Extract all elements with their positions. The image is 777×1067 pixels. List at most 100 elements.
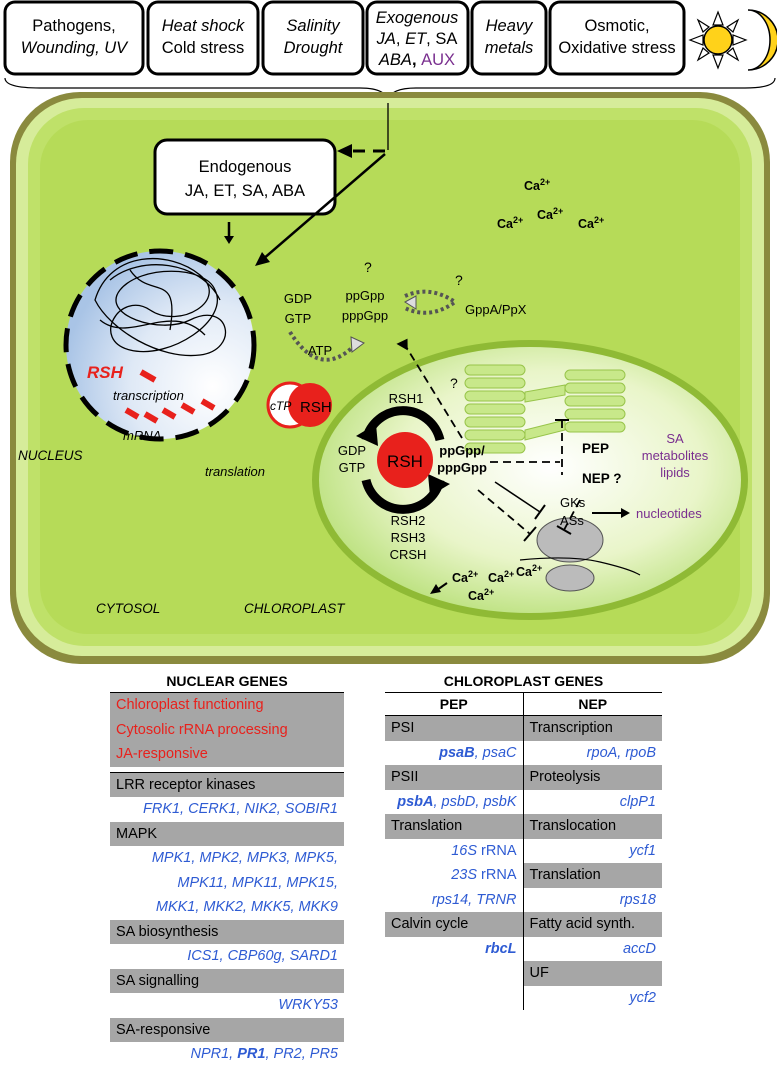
stimulus-text: Pathogens, [32,17,115,35]
cytosol-label: CYTOSOL [96,601,160,616]
cyt-gtp: GTP [285,311,312,326]
stimulus-box [470,0,548,76]
endogenous-box [153,138,337,216]
arrowhead-icon [404,295,417,310]
question-mark: ? [364,259,372,275]
mrna-label: mRNA [123,428,161,443]
stimulus-box [548,0,686,76]
arrow-to-nucleus [261,153,386,261]
gene-list: clpP1 [523,789,662,814]
rsh1-label: RSH1 [389,391,424,406]
nucleus-label: NUCLEUS [18,448,83,463]
nuclear-genes-title: NUCLEAR GENES [110,670,344,693]
arrowhead-icon [255,252,270,266]
nep-column: NEP Transcription rpoA, rpoB Proteolysis… [523,693,662,1010]
endogenous-line1: Endogenous [199,158,292,176]
gene-list: rps14, TRNR [385,887,523,912]
chl-gtp: GTP [339,460,366,475]
chl-gdp: GDP [338,443,366,458]
gene-list: 16S rRNA [385,838,523,863]
gene-list: ycf2 [523,985,662,1010]
gene-category: SA-responsive [110,1017,344,1042]
stimulus-text: ABA, AUX [378,51,455,69]
arrowhead-icon [224,236,234,244]
sun-icon [688,10,748,70]
question-mark: ? [455,272,463,288]
mrna-marks [124,398,216,424]
calcium-cluster: Ca2+ Ca2+ Ca2+ Ca2+ [497,177,604,231]
crsh-label: CRSH [390,547,427,562]
gene-category: Calvin cycle [385,912,523,937]
transcription-label: transcription [113,388,184,403]
chloroplast-genes-table: CHLOROPLAST GENES PEP PSI psaB, psaC PSI… [385,670,662,1010]
stimulus-text: Drought [284,39,344,57]
cytosol-rsh-label: RSH [300,399,332,416]
chl-pppgpp: pppGpp [437,460,487,475]
cyt-gdp: GDP [284,291,312,306]
calcium-label: Ca2+ [524,177,550,193]
nucleus-rsh-label: RSH [87,363,124,382]
gene-list: MPK11, MPK11, MPK15, [110,870,344,895]
gene-category: Translation [523,863,662,888]
arrowhead-icon [356,424,378,446]
gene-category: Fatty acid synth. [523,912,662,937]
chromatin [94,258,227,357]
dashed-to-cytosol [404,344,463,439]
stimulus-text: JA, ET, SA [376,30,458,48]
gene-category: PSI [385,716,523,741]
inhibit-bar [523,526,537,542]
stimulus-box [261,0,365,76]
chloroplast-rsh-label: RSH [387,452,423,471]
gene-category: LRR receptor kinases [110,772,344,797]
gene-category: PSII [385,765,523,790]
chloroplast-label: CHLOROPLAST [244,601,346,616]
stimuli-row: Pathogens, Wounding, UV Heat shock Cold … [3,0,777,76]
gene-list: ycf1 [523,838,662,863]
gene-category: Proteolysis [523,765,662,790]
table-divider [110,766,344,773]
gene-list: MPK1, MPK2, MPK3, MPK5, [110,846,344,871]
gene-list: rpoA, rpoB [523,740,662,765]
sa-metabolites-line: metabolites [642,448,709,463]
gene-list: WRKY53 [110,993,344,1018]
nep-column-title: NEP [523,693,662,716]
gene-list: ICS1, CBP60g, SARD1 [110,944,344,969]
ribosome-small [545,564,595,592]
cyt-ppgpp: ppGpp [345,288,384,303]
gene-category: SA signalling [110,968,344,993]
translation-label: translation [205,464,265,479]
calcium-label: Ca2+ [537,206,563,222]
diagram-canvas: Pathogens, Wounding, UV Heat shock Cold … [3,0,777,664]
calcium-label: Ca2+ [497,215,523,231]
sa-metabolites-line: lipids [660,465,690,480]
calcium-label: Ca2+ [452,569,478,585]
stimulus-text: Wounding, UV [21,39,129,57]
pep-column-title: PEP [385,693,523,716]
gppa-arrow [404,289,459,315]
calcium-label: Ca2+ [516,563,542,579]
inhibit-bar [556,525,572,535]
stimulus-text: Cold stress [162,39,245,57]
calcium-label: Ca2+ [488,569,514,585]
gene-list: accD [523,936,662,961]
gene-list: FRK1, CERK1, NIK2, SOBIR1 [110,797,344,822]
gene-category: Transcription [523,716,662,741]
gene-list: 23S rRNA [385,863,523,888]
mrna-strand [519,557,641,576]
gene-list: MKK1, MKK2, MKK5, MKK9 [110,895,344,920]
gks-label: GKs [560,495,586,510]
arrowhead-icon [430,584,441,594]
question-mark: ? [450,375,458,391]
dashed-gks-ribosome [563,499,581,531]
gene-category: SA biosynthesis [110,919,344,944]
stimulus-box [146,0,260,76]
thylakoid-stacks [464,364,626,454]
red-category: JA-responsive [110,742,344,767]
red-category: Chloroplast functioning [110,693,344,718]
stimulus-text: metals [485,39,534,57]
gene-list: psbA, psbD, psbK [385,789,523,814]
nep-label: NEP ? [582,471,622,486]
endogenous-line2: JA, ET, SA, ABA [185,182,305,200]
moon-icon [747,9,777,71]
gene-category: UF [523,961,662,986]
